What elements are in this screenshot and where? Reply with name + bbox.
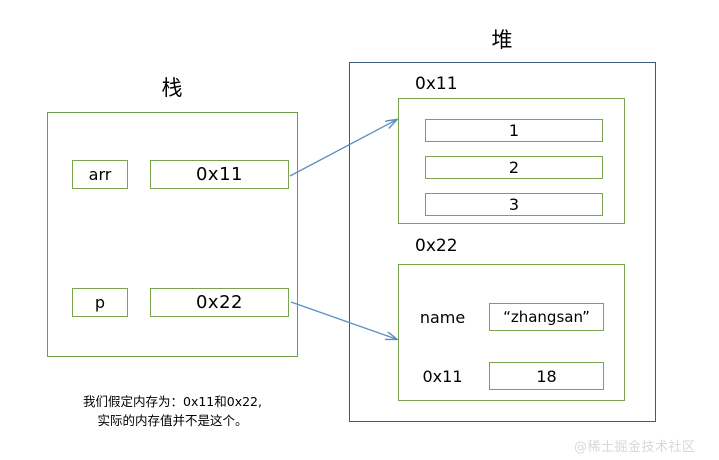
caption-line-1: 我们假定内存为：0x11和0x22, [83,394,262,409]
stack-var-name-p: p [72,288,128,317]
caption-line-2: 实际的内存值并不是这个。 [97,412,248,428]
array-element-1: 2 [425,156,603,179]
stack-var-name-arr: arr [72,160,128,189]
array-element-0: 1 [425,119,603,142]
array-element-2: 3 [425,193,603,216]
heap-title: 堆 [491,28,513,52]
stack-title: 栈 [161,76,183,100]
stack-var-value-p: 0x22 [150,288,289,317]
struct-field-value-0x11: 18 [489,362,604,390]
watermark-text: @稀土掘金技术社区 [574,440,696,455]
struct-field-key-name: name [419,307,466,327]
struct-field-value-name: “zhangsan” [489,303,604,331]
heap-block-label-0x11: 0x11 [415,74,458,94]
stack-container [47,112,298,357]
struct-field-key-0x11: 0x11 [422,366,463,386]
heap-block-label-0x22: 0x22 [415,236,458,256]
caption-block: 我们假定内存为：0x11和0x22, 实际的内存值并不是这个。 [45,393,300,431]
stack-var-value-arr: 0x11 [150,160,289,189]
